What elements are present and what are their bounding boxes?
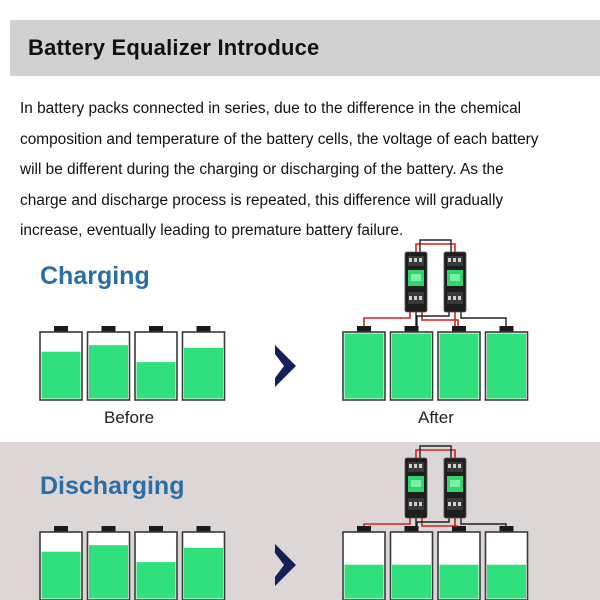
battery-icon — [342, 526, 386, 600]
battery-icon — [389, 326, 434, 401]
battery-icon — [39, 326, 83, 401]
right-arrow-icon — [275, 544, 296, 586]
battery-icon — [86, 526, 131, 600]
intro-line: charge and discharge process is repeated… — [20, 191, 504, 209]
discharging-title: Discharging — [40, 472, 185, 500]
battery-level — [487, 564, 526, 599]
battery-icon — [181, 526, 226, 600]
page-title: Battery Equalizer Introduce — [28, 35, 320, 60]
charging-title: Charging — [40, 262, 150, 290]
module-wires — [363, 445, 507, 527]
equalizer-module-icon — [443, 457, 467, 519]
battery-icon — [437, 526, 481, 600]
arrows — [275, 345, 296, 586]
battery-level — [184, 347, 223, 399]
charging-before-batteries — [39, 326, 226, 401]
intro-line: In battery packs connected in series, du… — [20, 100, 522, 117]
battery-icon — [389, 526, 434, 600]
module-wires — [363, 239, 507, 326]
battery-level — [439, 333, 479, 399]
header-bar: Battery Equalizer Introduce — [10, 20, 600, 76]
after-label: After — [418, 408, 454, 427]
intro-line: composition and temperature of the batte… — [20, 130, 539, 148]
discharging-before-batteries — [39, 526, 226, 600]
battery-level — [41, 351, 81, 399]
battery-level — [439, 564, 479, 599]
right-arrow-icon — [275, 345, 296, 387]
battery-level — [344, 333, 384, 399]
battery-icon — [134, 326, 178, 401]
battery-icon — [484, 526, 529, 600]
battery-level — [392, 564, 431, 599]
battery-icon — [484, 326, 529, 401]
battery-level — [41, 551, 81, 599]
battery-level — [136, 562, 176, 599]
intro-line: increase, eventually leading to prematur… — [20, 222, 404, 239]
intro-paragraph: In battery packs connected in series, du… — [20, 94, 600, 247]
battery-icon — [437, 326, 481, 401]
battery-icon — [342, 326, 386, 401]
battery-level — [184, 547, 223, 599]
equalizer-modules — [363, 239, 507, 527]
battery-level — [344, 564, 384, 599]
battery-level — [487, 333, 526, 399]
battery-level — [392, 333, 431, 399]
battery-level — [89, 345, 128, 399]
battery-icon — [86, 326, 131, 401]
battery-icon — [134, 526, 178, 600]
battery-icon — [181, 326, 226, 401]
intro-line: will be different during the charging or… — [20, 161, 504, 178]
before-label: Before — [104, 408, 155, 427]
equalizer-module-icon — [404, 251, 428, 313]
charging-after-batteries — [342, 326, 529, 401]
battery-level — [136, 362, 176, 399]
discharging-after-batteries — [342, 526, 529, 600]
equalizer-module-icon — [404, 457, 428, 519]
battery-level — [89, 545, 128, 599]
equalizer-module-icon — [443, 251, 467, 313]
battery-icon — [39, 526, 83, 600]
